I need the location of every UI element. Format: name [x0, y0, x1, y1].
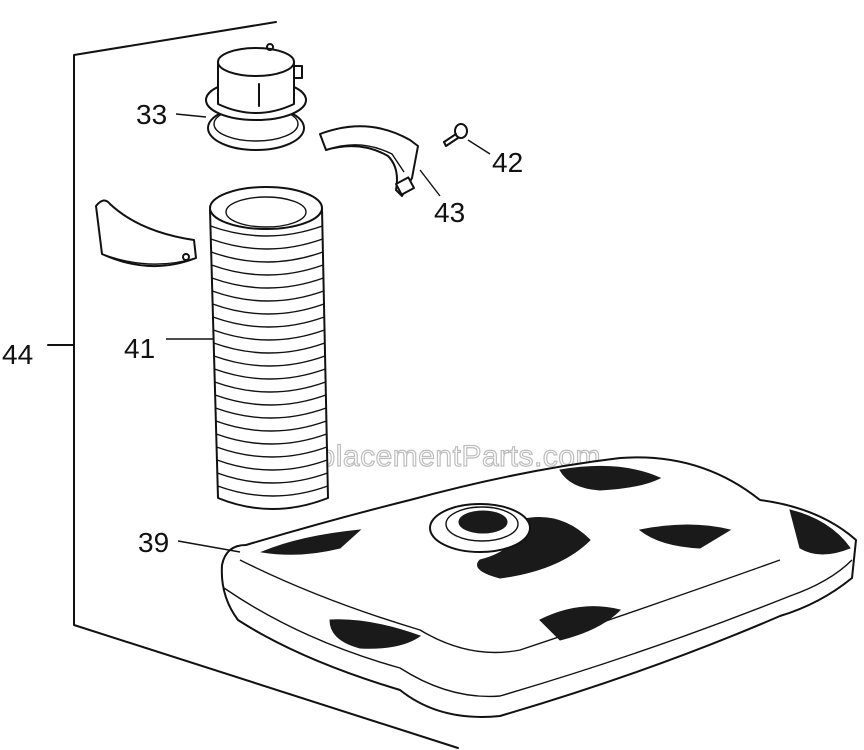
callout-41: 41 [124, 333, 155, 364]
hose-rib [210, 225, 323, 237]
hose-rib [213, 342, 326, 354]
part-42-screw [443, 123, 468, 147]
hose-rib [211, 277, 324, 289]
callout-33: 33 [136, 99, 167, 130]
hose-rib [212, 316, 325, 328]
assembly-bracket-44 [47, 21, 459, 749]
hose-rib [217, 472, 328, 484]
part-33-cap [205, 43, 307, 151]
part-41-hose [209, 186, 329, 510]
hose-rib [214, 368, 326, 380]
hose-rib [213, 329, 325, 341]
callout-39: 39 [138, 527, 169, 558]
hose-rib [215, 433, 327, 445]
hose-rib [210, 238, 323, 250]
hose-rib [211, 264, 324, 276]
hose-rib [212, 303, 325, 315]
hose-rib [215, 407, 327, 419]
hose-rib [214, 394, 327, 406]
hose-rib [213, 355, 326, 367]
part-39-filter-pad [220, 456, 857, 718]
hose-rib [216, 446, 328, 458]
hose-rib [215, 420, 327, 432]
callout-43: 43 [434, 197, 465, 228]
hose-rib [214, 381, 326, 393]
callout-44: 44 [2, 339, 33, 370]
part-43-clamp-left [95, 199, 197, 267]
part-43-clamp [319, 125, 419, 197]
hose-rib [217, 485, 328, 497]
hose-rib [212, 290, 324, 302]
callout-42: 42 [492, 147, 523, 178]
hose-rib [216, 459, 328, 471]
leader-lines [166, 113, 491, 553]
hose-rib [210, 251, 324, 263]
